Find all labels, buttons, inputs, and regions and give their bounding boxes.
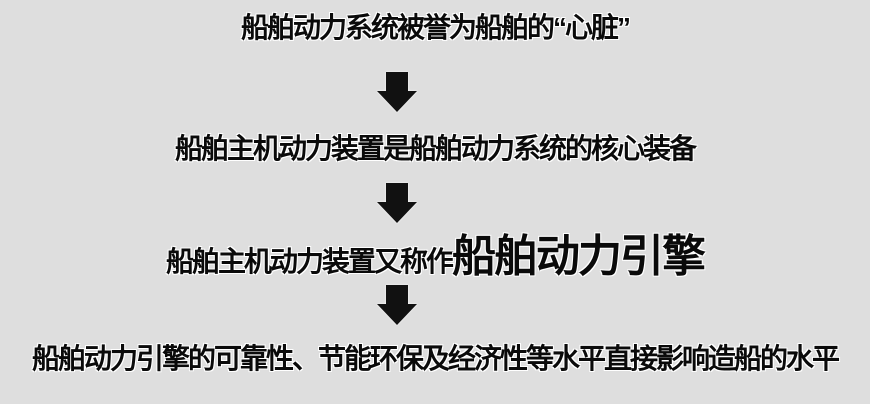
down-arrow-icon bbox=[377, 72, 417, 112]
flow-step-1-text: 船舶动力系统被誉为船舶的“心脏” bbox=[240, 12, 631, 43]
flow-step-4-text: 船舶动力引擎的可靠性、节能环保及经济性等水平直接影响造船的水平 bbox=[31, 343, 840, 374]
down-arrow-shape bbox=[377, 72, 417, 112]
flow-step-3-text: 船舶主机动力装置又称作船舶动力引擎 bbox=[165, 231, 706, 288]
flow-step-2-text: 船舶主机动力装置是船舶动力系统的核心装备 bbox=[174, 133, 697, 164]
down-arrow-icon bbox=[377, 285, 417, 325]
flow-step-3-prefix: 船舶主机动力装置又称作 bbox=[165, 246, 454, 277]
down-arrow-shape bbox=[377, 285, 417, 325]
flow-step-3-emphasis: 船舶动力引擎 bbox=[452, 232, 706, 281]
down-arrow-shape bbox=[377, 183, 417, 223]
down-arrow-icon bbox=[377, 183, 417, 223]
